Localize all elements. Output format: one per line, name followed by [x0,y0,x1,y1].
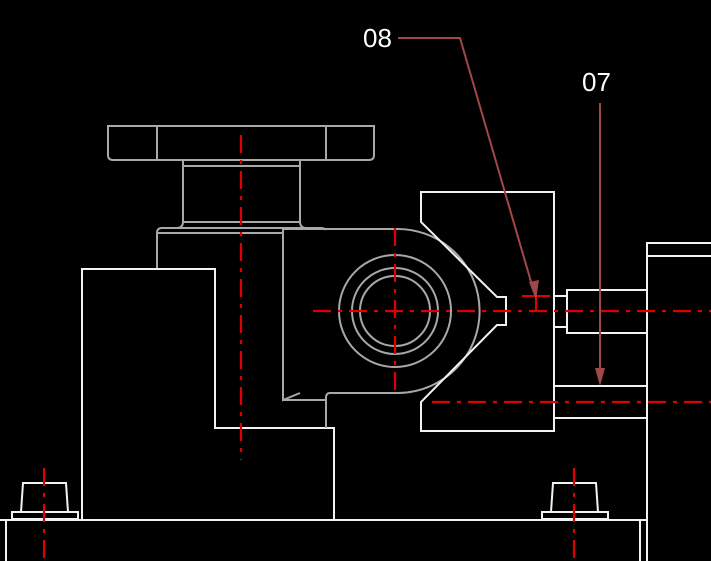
callout-07-label: 07 [582,67,611,97]
callout-08-label: 08 [363,23,392,53]
base-plate [0,519,647,561]
centerlines [42,135,711,561]
v-block [420,191,555,432]
handwheel [107,125,375,269]
leader-07 [595,103,605,386]
leader-08 [398,37,539,300]
clamp-arm [282,228,481,428]
right-frame [646,242,711,561]
